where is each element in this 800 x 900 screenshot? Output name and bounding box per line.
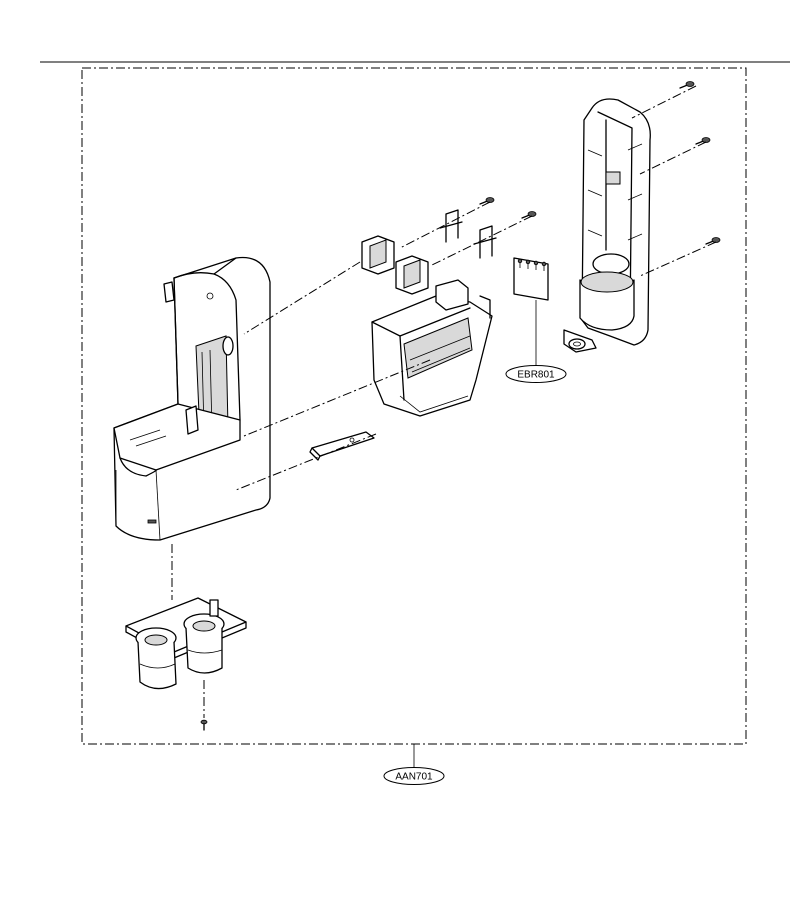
assembly-label-aan701: AAN701 — [383, 767, 445, 785]
lever-plate — [309, 431, 375, 461]
bottom-screw — [200, 719, 208, 731]
screw-icon — [695, 137, 711, 145]
switch-bracket — [439, 209, 497, 259]
pcb-board — [513, 257, 549, 301]
screw-icon — [705, 237, 721, 245]
part-label-ebr801: EBR801 — [505, 365, 567, 383]
back-cover — [563, 98, 651, 353]
actuator-housing — [371, 279, 493, 417]
svg-text:AAN701: AAN701 — [395, 772, 433, 783]
front-housing — [113, 256, 271, 541]
micro-switch — [361, 235, 429, 295]
assembly-guide-lines — [171, 85, 717, 718]
nozzle-bracket — [125, 597, 247, 690]
screw-icon — [679, 81, 695, 89]
svg-text:EBR801: EBR801 — [517, 370, 555, 381]
